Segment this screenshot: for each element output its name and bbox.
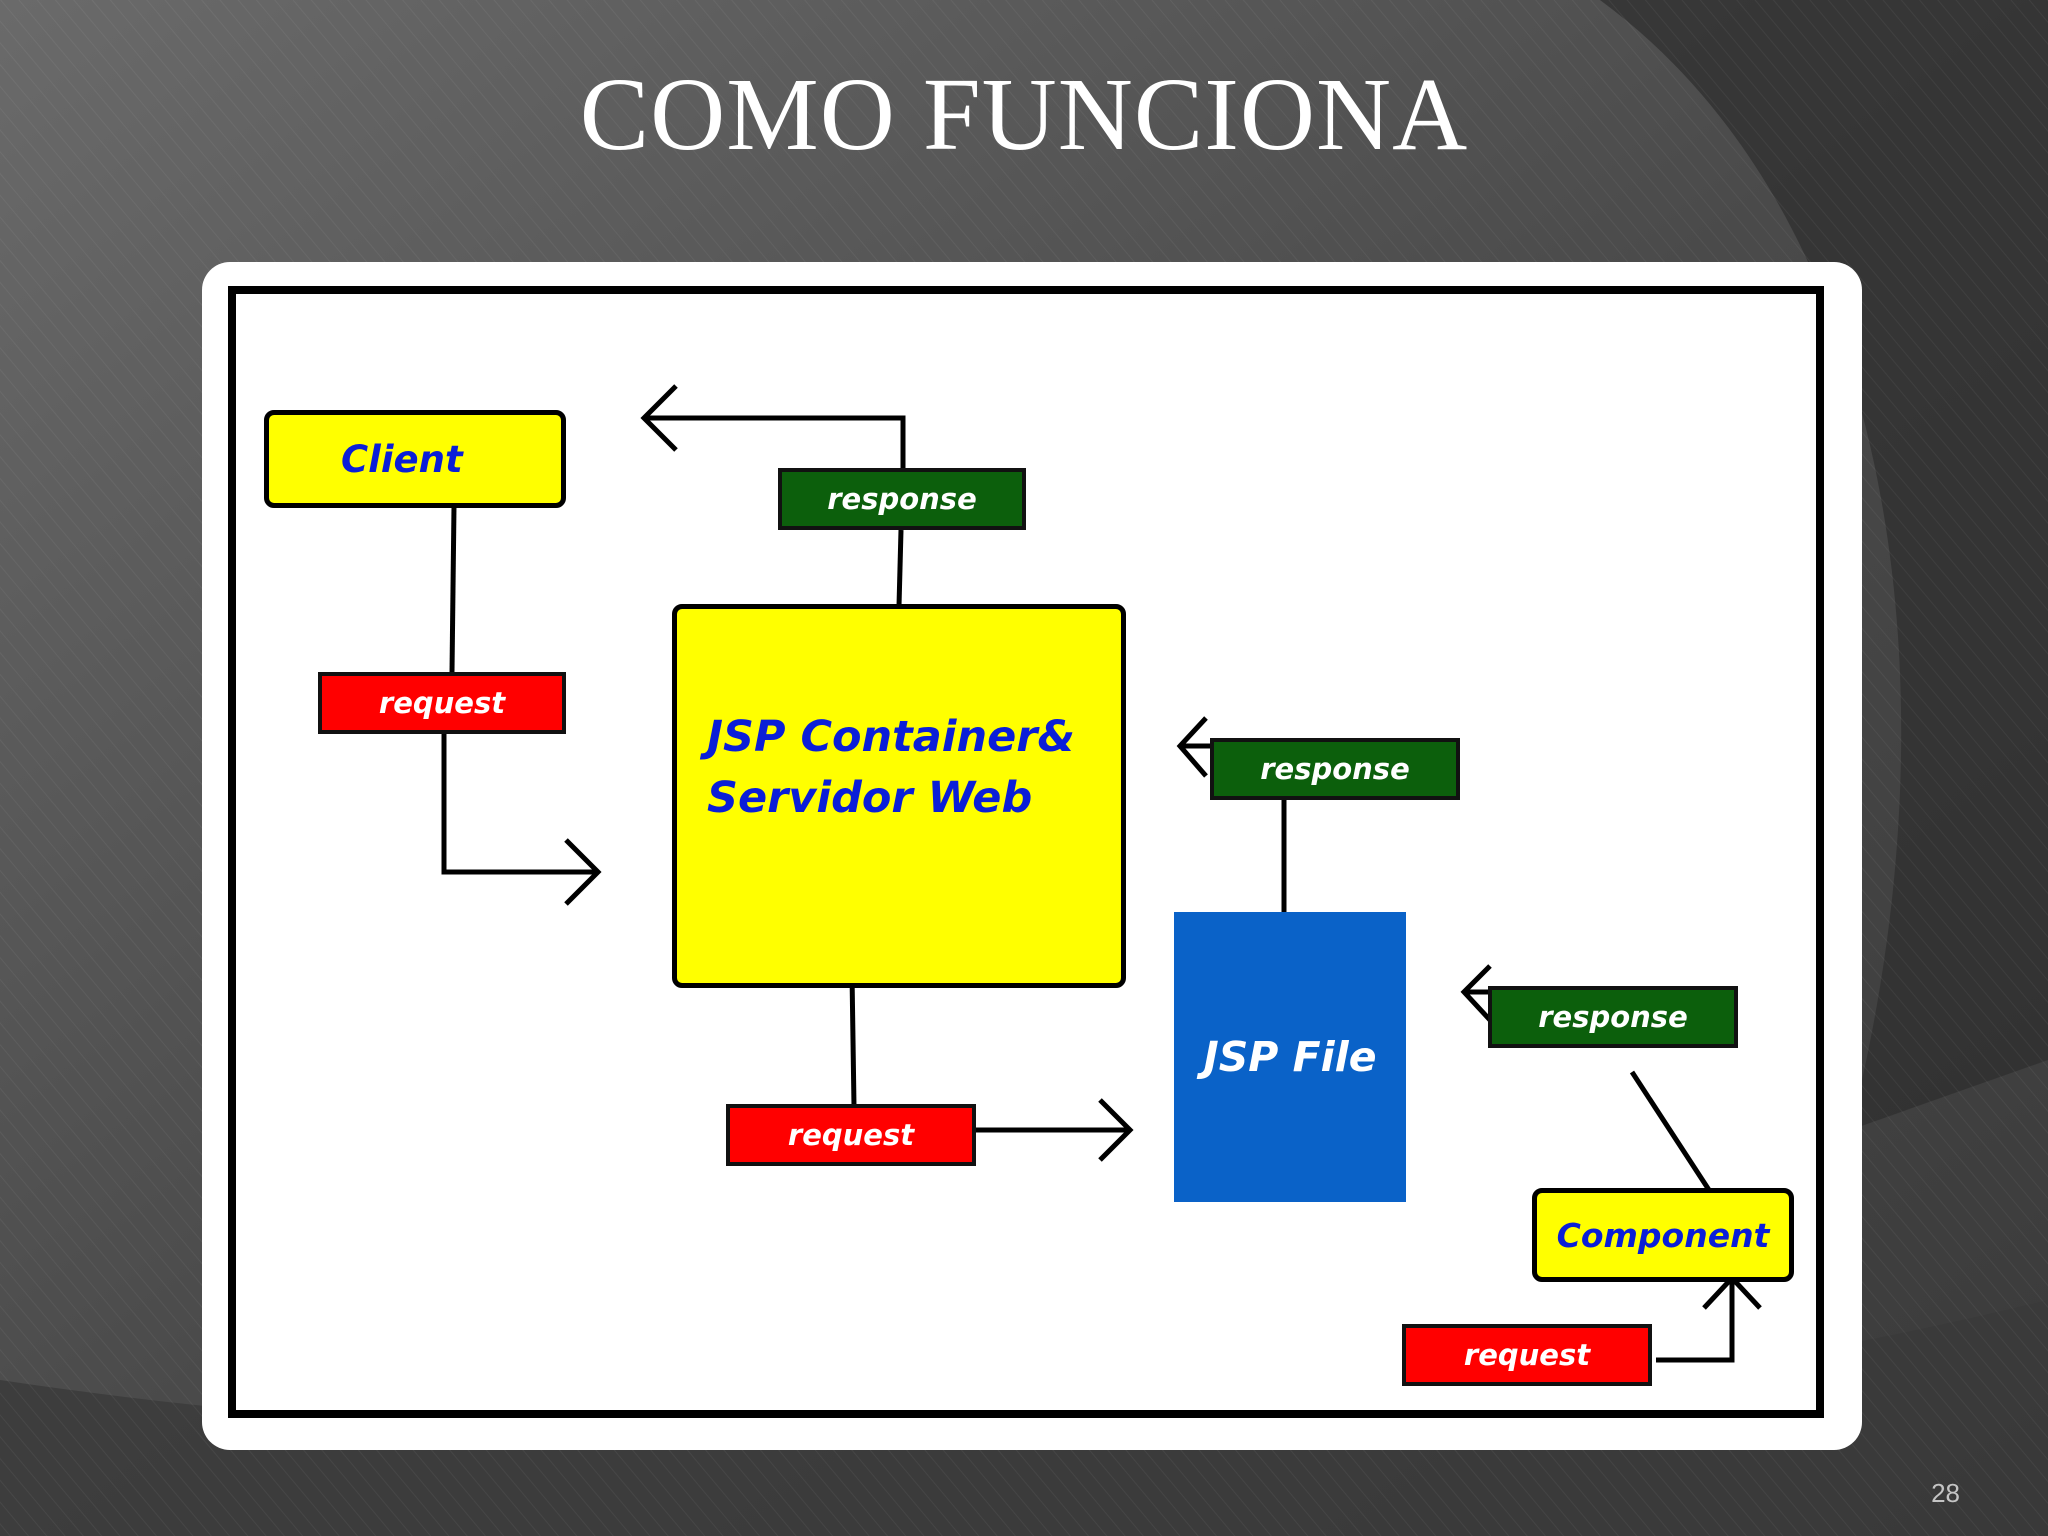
arrowhead-right xyxy=(564,838,602,906)
connector-container-request xyxy=(849,973,857,1107)
response-label-client: response xyxy=(778,468,1026,530)
diagram-frame: Client JSP Container& Servidor Web JSP F… xyxy=(202,262,1862,1450)
page-number: 28 xyxy=(1931,1478,1960,1508)
client-label: Client xyxy=(341,437,463,481)
connector-component-response xyxy=(1629,1070,1712,1192)
connector-container-response xyxy=(896,529,904,607)
jsp-container-label-line1: JSP Container& xyxy=(707,712,1075,762)
request-label-client: request xyxy=(318,672,566,734)
request-label-component: request xyxy=(1402,1324,1652,1386)
client-node: Client xyxy=(264,410,566,508)
arrowhead-right-2 xyxy=(1098,1098,1134,1162)
slide-title: COMO FUNCIONA xyxy=(579,57,1469,172)
arrowhead-left-2 xyxy=(1176,716,1208,778)
component-label: Component xyxy=(1556,1215,1770,1255)
connector-request-to-container xyxy=(441,718,598,875)
arrowhead-left-3 xyxy=(1460,964,1492,1022)
request-label-container: request xyxy=(726,1104,976,1166)
connector-response-to-client xyxy=(644,415,906,484)
jsp-file-label: JSP File xyxy=(1203,1033,1377,1081)
diagram-canvas: Client JSP Container& Servidor Web JSP F… xyxy=(228,286,1824,1418)
arrowhead-left xyxy=(640,384,678,452)
jsp-file-node: JSP File xyxy=(1174,912,1406,1202)
component-node: Component xyxy=(1532,1188,1794,1282)
jsp-container-node: JSP Container& Servidor Web xyxy=(672,604,1126,988)
response-label-jsp: response xyxy=(1488,986,1738,1048)
connector-request-to-component xyxy=(1656,1278,1735,1363)
response-label-container: response xyxy=(1210,738,1460,800)
connector-client-request xyxy=(449,505,457,673)
jsp-container-label-line2: Servidor Web xyxy=(707,773,1033,823)
